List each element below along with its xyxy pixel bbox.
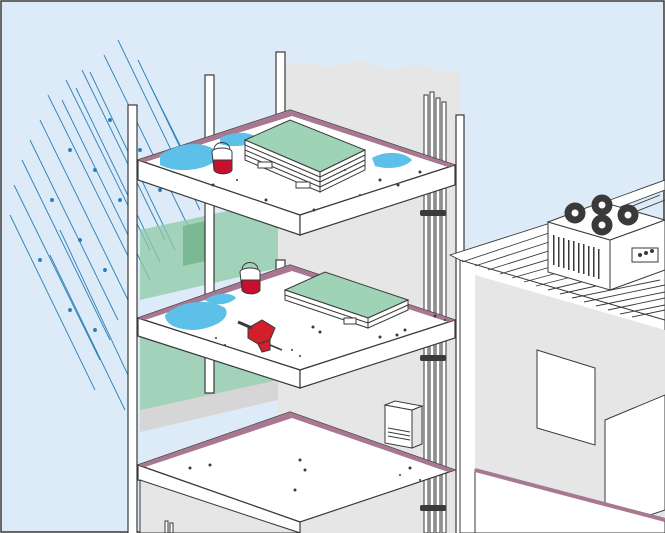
heater-icon xyxy=(385,401,422,448)
